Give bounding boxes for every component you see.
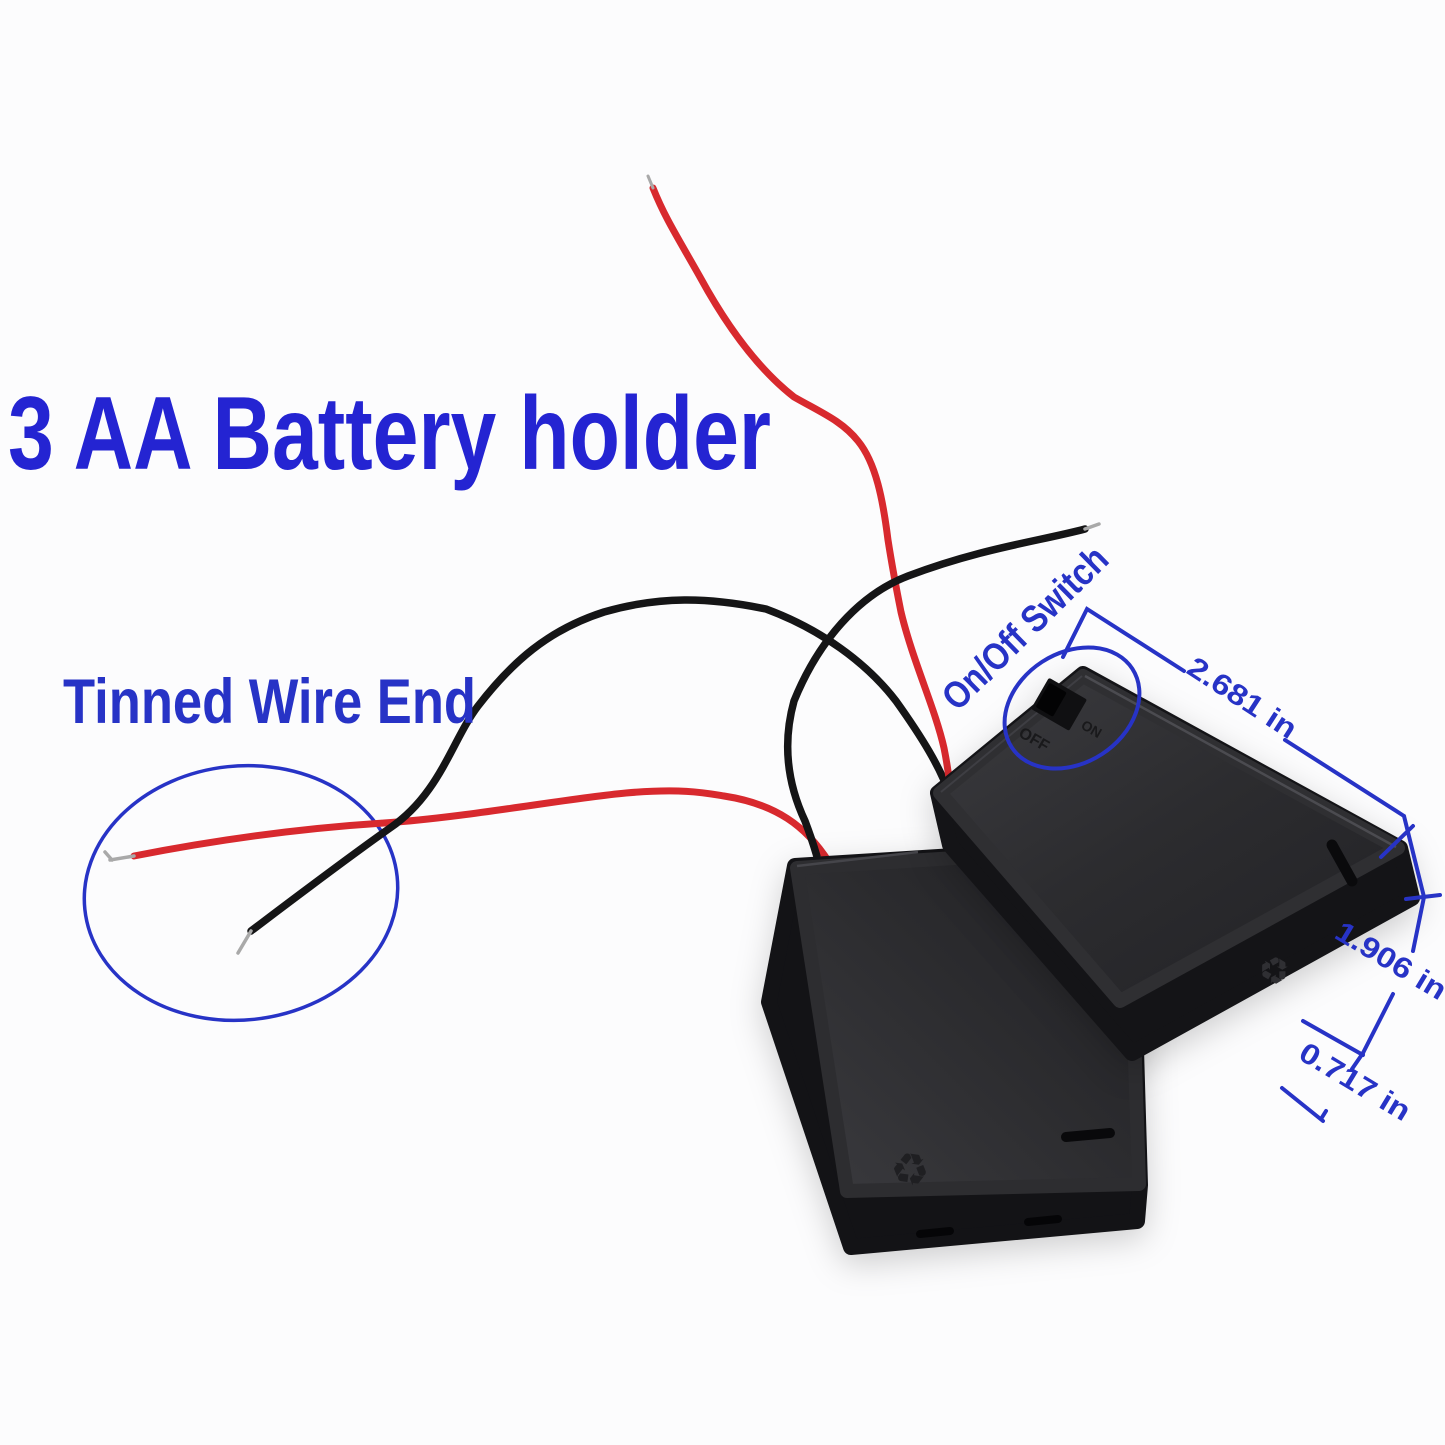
black-wire-lower	[247, 596, 954, 935]
rear-holder-slot	[1326, 839, 1358, 887]
dim-depth-line	[1280, 1051, 1365, 1123]
dimension-lines	[1061, 606, 1442, 1123]
wires	[103, 174, 1101, 955]
front-holder-edge-highlight	[796, 850, 919, 868]
front-holder-slot	[1061, 1128, 1115, 1142]
switch-knob	[1036, 683, 1067, 717]
black-wire-right	[783, 525, 1089, 890]
page-title: 3 AA Battery holder	[8, 376, 771, 492]
black-wire-right-tip	[1083, 522, 1101, 531]
front-holder-notch	[916, 1227, 954, 1238]
red-wire-tinned-tip	[103, 850, 136, 862]
dim-width-line	[1061, 606, 1426, 899]
dim-side-line	[1301, 893, 1442, 1057]
red-wire-upper	[649, 184, 955, 804]
red-wire-upper-tip	[646, 174, 655, 190]
black-wire-tinned-tip	[236, 929, 253, 955]
switch-circle	[1002, 645, 1142, 771]
tinned-wire-circle	[82, 763, 400, 1023]
front-holder-notch	[1024, 1215, 1062, 1226]
tinned-wire-label: Tinned Wire End	[63, 667, 476, 737]
red-wire-lower	[130, 787, 844, 898]
recycle-icon: ♻	[887, 1143, 933, 1197]
